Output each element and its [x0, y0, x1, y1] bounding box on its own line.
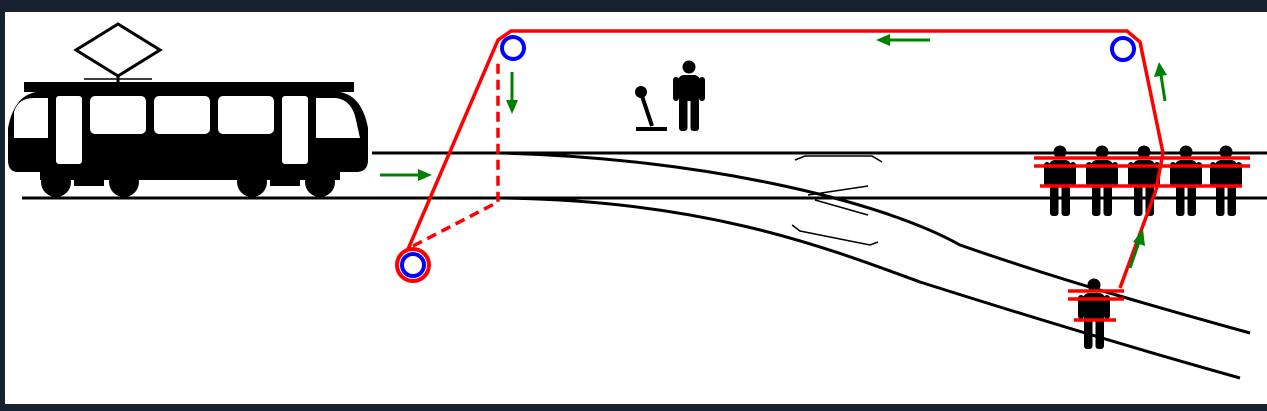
pulleys — [395, 35, 1136, 283]
person-icon — [1128, 145, 1160, 216]
person-icon — [1170, 145, 1202, 216]
arrow-icon — [1154, 62, 1167, 102]
side-track-upper-rail — [499, 151, 1251, 335]
diagram-canvas — [5, 12, 1267, 404]
arrow-icon — [380, 169, 432, 181]
bystander-person-icon — [673, 60, 705, 131]
pulley-icon — [400, 252, 426, 278]
tram-icon — [8, 22, 368, 197]
person-icon — [1086, 145, 1118, 216]
tracks — [22, 151, 1267, 380]
pulley-icon — [1110, 36, 1136, 62]
side-track-lower-rail — [499, 196, 1241, 380]
pulley-icon — [500, 35, 526, 61]
lever-icon — [635, 86, 667, 131]
direction-arrows — [380, 34, 1167, 269]
person-icon — [1044, 145, 1076, 216]
arrow-icon — [876, 34, 930, 46]
main-track-group — [1044, 145, 1242, 216]
side-track-ties — [1068, 289, 1124, 322]
arrow-icon — [506, 72, 518, 114]
trolley-diagram — [8, 22, 1267, 380]
person-icon — [1210, 145, 1242, 216]
main-track-ties — [1034, 156, 1250, 188]
pantograph-icon — [73, 22, 163, 82]
arrow-icon — [1128, 229, 1145, 269]
switch-points — [791, 155, 883, 246]
